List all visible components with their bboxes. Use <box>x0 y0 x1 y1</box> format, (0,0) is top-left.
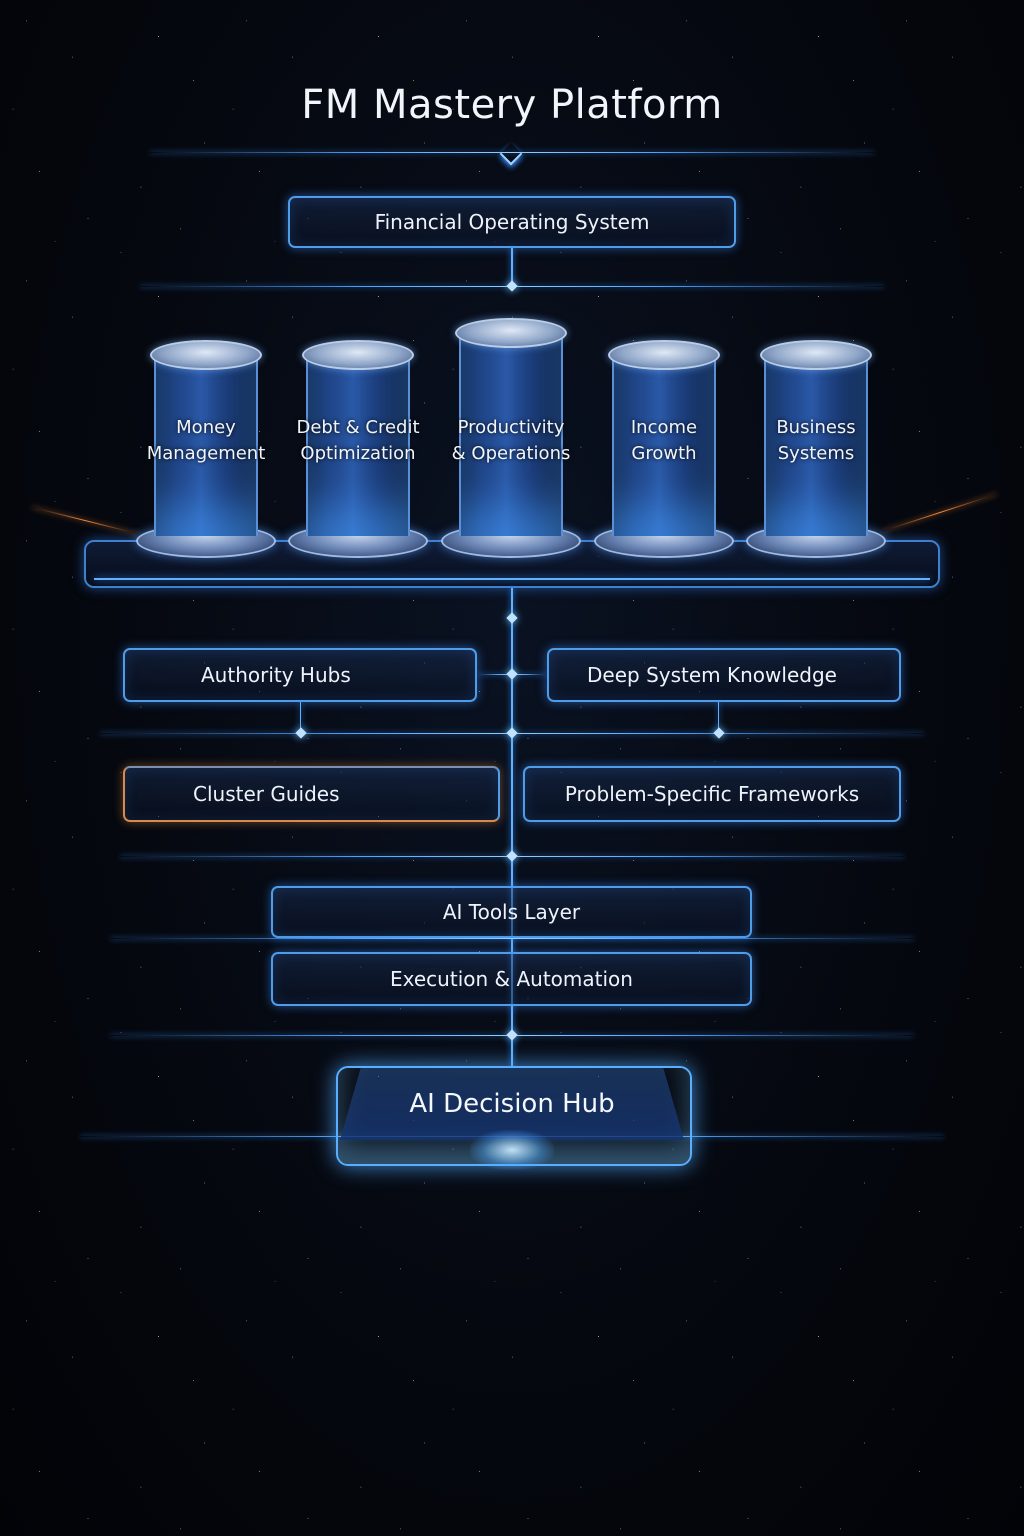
pillar-cap <box>150 340 262 370</box>
connector <box>511 248 513 286</box>
pillar-cap <box>760 340 872 370</box>
ai-decision-hub[interactable]: AI Decision Hub <box>340 1068 684 1140</box>
pillar-cap <box>608 340 720 370</box>
problem-specific-frameworks-box[interactable]: Problem-Specific Frameworks <box>523 766 901 822</box>
financial-operating-system-box[interactable]: Financial Operating System <box>288 196 736 248</box>
connector-node <box>506 668 518 680</box>
pillar-cap <box>455 318 567 348</box>
page-title: FM Mastery Platform <box>301 82 723 128</box>
authority-hubs-label: Authority Hubs <box>201 663 351 687</box>
cluster-guides-label: Cluster Guides <box>193 782 340 806</box>
connector <box>300 702 301 734</box>
hub-glow <box>470 1130 554 1170</box>
cluster-guides-box[interactable]: Cluster Guides <box>123 766 500 822</box>
chevron-down-icon <box>499 142 523 166</box>
execution-automation-label: Execution & Automation <box>390 967 633 991</box>
execution-automation-box[interactable]: Execution & Automation <box>271 952 752 1006</box>
connector-node <box>506 850 518 862</box>
orange-light-streak <box>882 493 998 532</box>
connector-node <box>295 727 307 739</box>
ai-decision-hub-label: AI Decision Hub <box>409 1089 615 1119</box>
financial-operating-system-label: Financial Operating System <box>374 210 650 234</box>
connector <box>718 702 719 734</box>
connector-node <box>506 612 518 624</box>
deep-system-knowledge-label: Deep System Knowledge <box>587 663 837 687</box>
connector-node <box>506 1029 518 1041</box>
pillar-label: Productivity& Operations <box>451 417 571 464</box>
deep-system-knowledge-box[interactable]: Deep System Knowledge <box>547 648 901 702</box>
main-spine-connector <box>511 588 513 1066</box>
title-divider <box>150 152 874 153</box>
connector-node <box>713 727 725 739</box>
connector-node <box>506 280 518 292</box>
connector-node <box>506 727 518 739</box>
ai-tools-layer-box[interactable]: AI Tools Layer <box>271 886 752 938</box>
problem-specific-frameworks-label: Problem-Specific Frameworks <box>564 782 860 806</box>
authority-hubs-box[interactable]: Authority Hubs <box>123 648 477 702</box>
divider-line <box>110 938 914 939</box>
orange-light-streak <box>31 506 139 535</box>
ai-tools-layer-label: AI Tools Layer <box>442 900 581 924</box>
pillar-cap <box>302 340 414 370</box>
